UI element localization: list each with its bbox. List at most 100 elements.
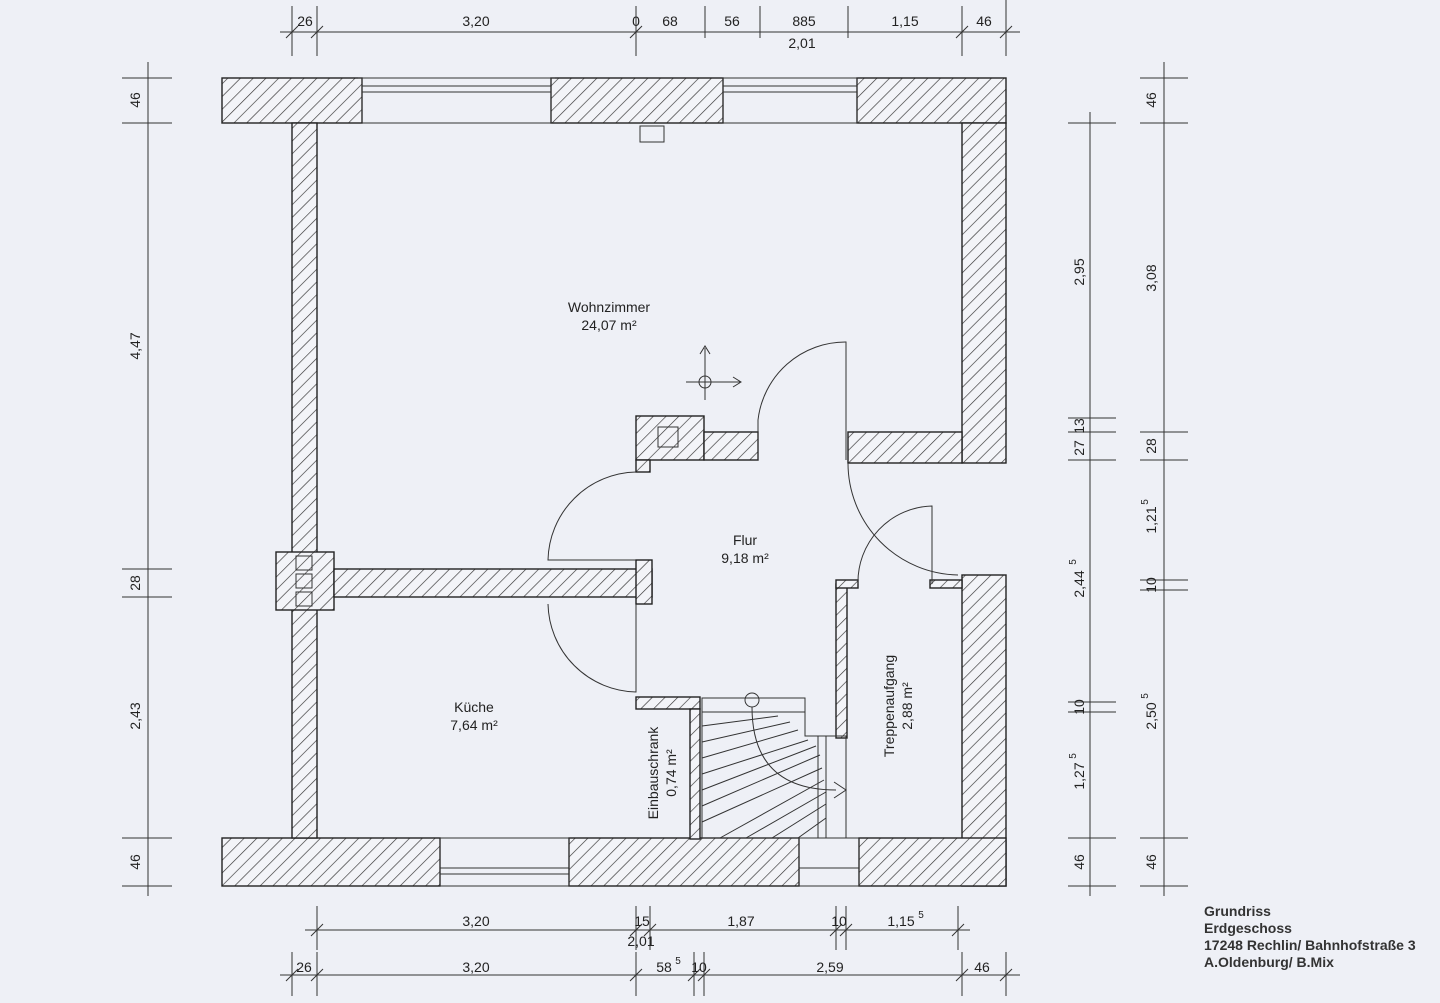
wall-right-lower — [961, 574, 1007, 887]
title-line-1: Grundriss — [1204, 903, 1271, 919]
flues — [295, 125, 679, 607]
room-wohnzimmer-name: Wohnzimmer — [568, 299, 651, 315]
flue-3 — [295, 591, 313, 607]
title-block: Grundriss Erdgeschoss 17248 Rechlin/ Bah… — [1204, 903, 1416, 971]
dim-top-1: 26 — [297, 13, 313, 29]
dim-right2-4: 1,21 — [1143, 506, 1159, 533]
dim-top-total: 2,01 — [788, 35, 815, 51]
room-kueche-area: 7,64 m² — [450, 717, 498, 733]
dim-top-6: 885 — [792, 13, 816, 29]
dim-left-5: 46 — [127, 854, 143, 870]
dim-bottom2-1: 26 — [296, 959, 312, 975]
wall-top-left — [221, 77, 363, 124]
stairs — [701, 692, 847, 839]
wall-top-mid — [550, 77, 724, 124]
dim-bottom1-2: 15 — [634, 913, 650, 929]
dim-right1-6: 1,27 — [1071, 762, 1087, 789]
dim-right1-4-sup: 5 — [1068, 559, 1079, 565]
dimensions-top: 26 3,20 0 68 56 885 1,15 46 2,01 — [280, 0, 1020, 56]
dimensions-bottom-outer: 26 3,20 58 5 10 2,59 46 — [280, 952, 1020, 996]
window-bottom-right — [798, 837, 860, 887]
dim-right2-4-sup: 5 — [1140, 499, 1151, 505]
dimensions-right-inner: 2,95 27 13 2,44 5 10 1,27 5 46 — [1068, 112, 1116, 896]
dim-left-1: 46 — [127, 92, 143, 108]
flue-2 — [295, 573, 313, 589]
wall-kitchen-living-end — [635, 559, 653, 605]
crosshair-icon — [686, 345, 742, 400]
door-entrance — [847, 462, 959, 576]
dim-right1-2: 27 — [1071, 440, 1087, 456]
wall-flur-top-stub — [635, 459, 651, 473]
flue-4 — [657, 426, 679, 448]
dimensions-right-outer: 46 3,08 28 1,21 5 10 2,50 5 46 — [1140, 62, 1188, 896]
dim-right2-1: 46 — [1143, 92, 1159, 108]
dim-bottom2-5: 2,59 — [816, 959, 843, 975]
title-line-3: 17248 Rechlin/ Bahnhofstraße 3 — [1204, 937, 1416, 953]
dim-right2-2: 3,08 — [1143, 264, 1159, 291]
wall-stair-left — [835, 583, 848, 739]
dim-right1-6-sup: 5 — [1068, 753, 1079, 759]
dim-left-3: 28 — [127, 575, 143, 591]
doors — [547, 341, 959, 693]
wall-top-right — [856, 77, 1007, 124]
dim-left-2: 4,47 — [127, 332, 143, 359]
dim-left-4: 2,43 — [127, 702, 143, 729]
dim-right1-7: 46 — [1071, 854, 1087, 870]
dim-bottom2-3-sup: 5 — [675, 956, 681, 967]
dim-top-8: 46 — [976, 13, 992, 29]
dim-right1-1: 2,95 — [1071, 258, 1087, 285]
dimensions-bottom-inner: 3,20 15 1,87 10 1,15 5 2,01 — [305, 906, 970, 950]
dim-top-2: 3,20 — [462, 13, 489, 29]
wall-cabinet-right — [689, 708, 701, 840]
wall-flur-top-right — [703, 431, 759, 461]
room-kueche-name: Küche — [454, 699, 494, 715]
door-flur-kitchen — [547, 603, 637, 693]
dim-top-7: 1,15 — [891, 13, 918, 29]
room-labels: Wohnzimmer 24,07 m² Flur 9,18 m² Küche 7… — [450, 299, 915, 819]
room-flur-name: Flur — [733, 532, 757, 548]
dim-bottom1-3: 1,87 — [727, 913, 754, 929]
dim-bottom2-2: 3,20 — [462, 959, 489, 975]
window-bottom-left — [439, 837, 570, 887]
dim-right2-7: 46 — [1143, 854, 1159, 870]
dim-bottom2-4: 10 — [691, 959, 707, 975]
dim-bottom1-5-sup: 5 — [918, 910, 924, 921]
wall-bottom-left — [221, 837, 441, 887]
room-einbauschrank-name: Einbauschrank — [645, 726, 661, 820]
vent-top — [639, 125, 665, 143]
door-flur-living — [757, 341, 847, 460]
window-top-left — [358, 77, 555, 124]
dim-top-4: 68 — [662, 13, 678, 29]
room-treppenaufgang-area: 2,88 m² — [899, 682, 915, 730]
dim-right2-6-sup: 5 — [1140, 693, 1151, 699]
dim-top-5: 56 — [724, 13, 740, 29]
room-treppenaufgang-name: Treppenaufgang — [881, 655, 897, 757]
room-flur-area: 9,18 m² — [721, 550, 769, 566]
title-line-4: A.Oldenburg/ B.Mix — [1204, 954, 1334, 970]
dim-right1-4: 2,44 — [1071, 570, 1087, 597]
flue-1 — [295, 555, 313, 571]
wall-bottom-right — [858, 837, 1007, 887]
dim-bottom1-total: 2,01 — [627, 933, 654, 949]
door-flur-upper — [547, 471, 637, 561]
wall-right-upper — [961, 122, 1007, 464]
dim-right2-6: 2,50 — [1143, 702, 1159, 729]
dimensions-left: 46 4,47 28 2,43 46 — [122, 62, 172, 896]
wall-flur-top — [635, 415, 705, 461]
room-einbauschrank-area: 0,74 m² — [663, 749, 679, 797]
wall-stair-top-right — [929, 579, 963, 589]
door-stair — [857, 505, 933, 585]
title-line-2: Erdgeschoss — [1204, 920, 1292, 936]
dim-bottom1-4: 10 — [831, 913, 847, 929]
dim-bottom2-6: 46 — [974, 959, 990, 975]
dim-right2-3: 28 — [1143, 438, 1159, 454]
dim-bottom2-3: 58 — [656, 959, 672, 975]
window-top-right — [722, 77, 858, 124]
room-wohnzimmer-area: 24,07 m² — [581, 317, 637, 333]
dim-right1-3: 13 — [1071, 418, 1087, 434]
dim-bottom1-1: 3,20 — [462, 913, 489, 929]
dim-right2-5: 10 — [1143, 577, 1159, 593]
wall-bottom-mid — [568, 837, 800, 887]
wall-cabinet-top — [635, 696, 701, 710]
